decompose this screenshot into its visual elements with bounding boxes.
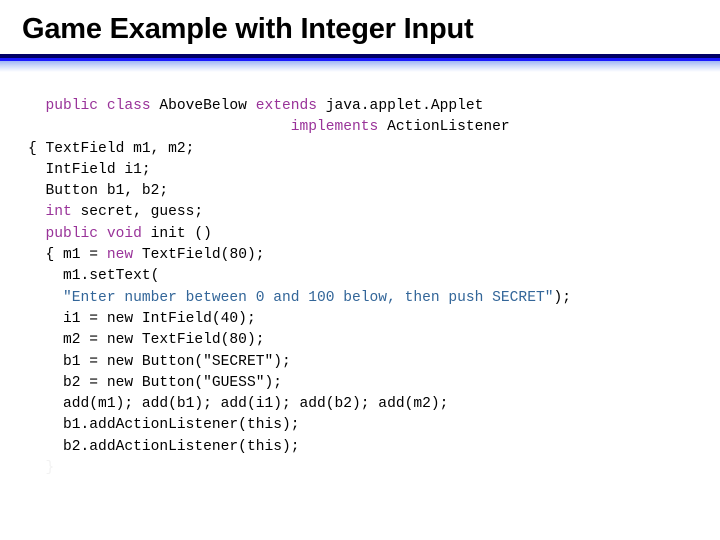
code-token-keyword: new <box>106 247 134 264</box>
code-line: add(m1); add(b1); add(i1); add(b2); add(… <box>28 394 698 415</box>
code-token-plain: i1 = new IntField(40); <box>28 310 256 327</box>
code-line: b1.addActionListener(this); <box>28 415 698 436</box>
code-token-plain <box>28 119 291 135</box>
code-token-keyword: extends <box>255 98 318 114</box>
code-token-plain: { TextField m1, m2; <box>28 140 195 157</box>
code-token-plain: Button b1, b2; <box>28 183 169 200</box>
page-title: Game Example with Integer Input <box>22 13 474 45</box>
code-token-faint: } <box>28 460 55 477</box>
code-line: public void init () <box>28 224 698 245</box>
code-token-plain: b1.addActionListener(this); <box>28 417 300 434</box>
code-token-plain <box>28 98 46 114</box>
code-token-plain: b2 = new Button("GUESS"); <box>28 374 282 391</box>
code-line: m2 = new TextField(80); <box>28 330 698 351</box>
code-token-plain: ActionListener <box>378 119 510 136</box>
code-line: public class AboveBelow extends java.app… <box>28 96 698 117</box>
code-line: int secret, guess; <box>28 202 698 223</box>
code-line: Button b1, b2; <box>28 181 698 202</box>
code-token-plain: b2.addActionListener(this); <box>28 438 300 455</box>
code-line: "Enter number between 0 and 100 below, t… <box>28 288 698 309</box>
code-token-plain <box>28 226 46 242</box>
code-line: b1 = new Button("SECRET"); <box>28 352 698 373</box>
title-area: Game Example with Integer Input <box>0 0 720 54</box>
code-token-string: "Enter number between 0 and 100 below, t… <box>63 289 554 306</box>
code-token-plain: secret, guess; <box>71 204 204 221</box>
code-token-keyword: public void <box>45 225 142 242</box>
code-token-plain: m2 = new TextField(80); <box>28 332 265 349</box>
code-token-plain: java.applet.Applet <box>317 98 484 114</box>
divider-fade-band <box>0 61 720 72</box>
code-line: } <box>28 458 698 479</box>
code-token-plain: TextField(80); <box>133 247 265 264</box>
code-line: { TextField m1, m2; <box>28 139 698 160</box>
code-line: implements ActionListener <box>28 117 698 138</box>
code-token-plain: AboveBelow <box>150 98 256 114</box>
code-line: { m1 = new TextField(80); <box>28 245 698 266</box>
code-token-plain: m1.setText( <box>28 268 160 285</box>
code-token-keyword: public class <box>45 98 151 114</box>
code-token-keyword: int <box>45 204 72 221</box>
divider-bright-band <box>0 58 720 61</box>
code-token-plain: add(m1); add(b1); add(i1); add(b2); add(… <box>28 396 449 413</box>
divider-dark-band <box>0 54 720 58</box>
code-token-plain: b1 = new Button("SECRET"); <box>28 353 291 370</box>
code-token-plain <box>28 290 63 306</box>
code-line: b2.addActionListener(this); <box>28 437 698 458</box>
code-token-plain <box>28 204 46 220</box>
code-token-keyword: implements <box>290 119 379 136</box>
code-line: IntField i1; <box>28 160 698 181</box>
title-divider <box>0 54 720 72</box>
code-token-plain: init () <box>141 225 212 242</box>
code-line: b2 = new Button("GUESS"); <box>28 373 698 394</box>
code-line: i1 = new IntField(40); <box>28 309 698 330</box>
code-token-plain: ); <box>553 289 571 306</box>
code-token-plain: { m1 = <box>28 247 107 264</box>
code-token-plain: IntField i1; <box>28 161 151 178</box>
code-listing: public class AboveBelow extends java.app… <box>28 96 698 479</box>
code-line: m1.setText( <box>28 266 698 287</box>
